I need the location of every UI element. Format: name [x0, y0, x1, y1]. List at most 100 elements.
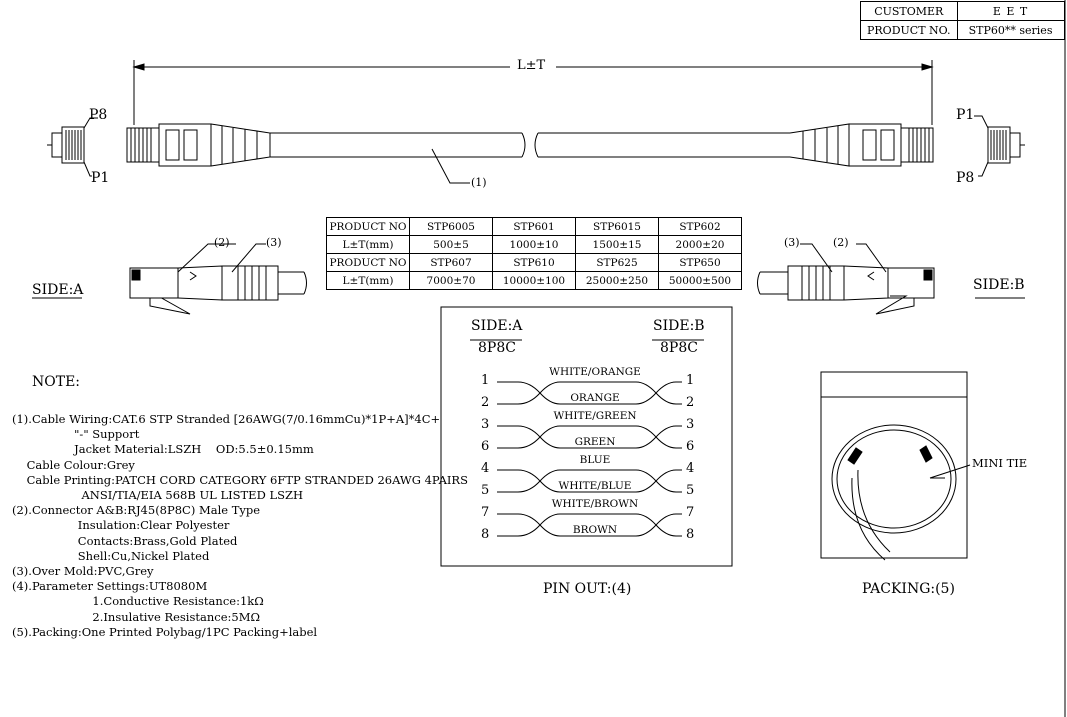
p8-label-right: P8	[956, 170, 975, 186]
packing-caption: PACKING:(5)	[862, 581, 955, 597]
product-value: STP60** series	[956, 20, 1065, 40]
wire-color-label: WHITE/ORANGE	[549, 366, 641, 378]
plug-front-right	[974, 115, 1025, 177]
p8-label-left: P8	[89, 107, 108, 123]
wire-pair	[497, 469, 682, 493]
note-line: (4).Parameter Settings:UT8080M	[12, 579, 208, 594]
note-line: Shell:Cu,Nickel Plated	[12, 548, 210, 563]
table-cell: PRODUCT NO	[326, 217, 410, 236]
pinout-box	[440, 306, 733, 567]
mini-tie-label: MINI TIE	[972, 456, 1028, 470]
pin-number-left: 1	[481, 373, 490, 388]
wire-pair	[497, 425, 682, 449]
pinout-type-b: 8P8C	[660, 340, 698, 356]
table-row: L±T(mm) 7000±70 10000±100 25000±250 5000…	[326, 271, 742, 290]
wire-color-label: WHITE/BLUE	[558, 480, 632, 492]
notes-heading: NOTE:	[32, 374, 81, 390]
plug-front-left	[47, 117, 98, 177]
table-cell: PRODUCT NO	[326, 253, 410, 272]
wire-color-label: BLUE	[579, 454, 611, 466]
pin-number-right: 8	[686, 527, 695, 542]
wire-color-label: WHITE/GREEN	[553, 410, 637, 422]
pin-number-left: 2	[481, 395, 490, 410]
table-cell: STP607	[409, 253, 493, 272]
table-cell: STP650	[658, 253, 742, 272]
table-cell: STP6005	[409, 217, 493, 236]
table-row: PRODUCT NO STP607 STP610 STP625 STP650	[326, 253, 742, 272]
pin-number-right: 6	[686, 439, 695, 454]
wire-color-label: ORANGE	[570, 392, 620, 404]
wire-color-label: GREEN	[574, 436, 616, 448]
pinout-wires	[497, 381, 682, 537]
table-cell: 7000±70	[409, 271, 493, 290]
pin-number-left: 6	[481, 439, 490, 454]
pin-number-right: 1	[686, 373, 695, 388]
title-block: CUSTOMER E E T PRODUCT NO. STP60** serie…	[860, 1, 1065, 40]
connector-right	[789, 123, 934, 167]
cable-body	[270, 132, 790, 184]
note-line: Cable Colour:Grey	[12, 457, 135, 472]
callout-connector-b: (2)	[833, 236, 849, 249]
length-dimension	[132, 60, 934, 125]
table-row: L±T(mm) 500±5 1000±10 1500±15 2000±20	[326, 235, 742, 254]
p1-label-right: P1	[956, 107, 975, 123]
pin-number-left: 7	[481, 505, 490, 520]
note-line: 1.Conductive Resistance:1kΩ	[12, 594, 264, 609]
packing-drawing	[820, 371, 971, 561]
pin-number-left: 4	[481, 461, 490, 476]
note-line: (1).Cable Wiring:CAT.6 STP Stranded [26A…	[12, 412, 441, 426]
note-line: Jacket Material:LSZH OD:5.5±0.15mm	[12, 442, 314, 457]
pinout-side-a: SIDE:A	[471, 318, 523, 334]
connector-left	[126, 123, 271, 167]
table-cell: STP6015	[575, 217, 659, 236]
side-b-connector	[757, 243, 1025, 315]
pin-number-left: 5	[481, 483, 490, 498]
callout-overmold-a: (3)	[266, 236, 282, 249]
p1-label-left: P1	[91, 170, 110, 186]
pin-number-right: 3	[686, 417, 695, 432]
wire-pair	[497, 513, 682, 537]
table-cell: 25000±250	[575, 271, 659, 290]
table-cell: 2000±20	[658, 235, 742, 254]
side-a-connector	[32, 243, 307, 315]
note-line: (5).Packing:One Printed Polybag/1PC Pack…	[12, 624, 318, 639]
wire-pair	[497, 381, 682, 405]
wire-color-label: BROWN	[572, 524, 618, 536]
table-cell: L±T(mm)	[326, 271, 410, 290]
note-line: "-" Support	[12, 427, 140, 442]
note-line: Insulation:Clear Polyester	[12, 518, 230, 533]
note-line: 2.Insulative Resistance:5MΩ	[12, 609, 261, 624]
table-cell: STP610	[492, 253, 576, 272]
table-cell: L±T(mm)	[326, 235, 410, 254]
table-cell: STP601	[492, 217, 576, 236]
pin-number-left: 3	[481, 417, 490, 432]
notes-block: (1).Cable Wiring:CAT.6 STP Stranded [26A…	[12, 412, 468, 640]
pin-number-left: 8	[481, 527, 490, 542]
table-cell: STP602	[658, 217, 742, 236]
callout-cable: (1)	[471, 176, 487, 189]
table-cell: STP625	[575, 253, 659, 272]
note-line: (3).Over Mold:PVC,Grey	[12, 564, 154, 579]
table-cell: 500±5	[409, 235, 493, 254]
note-line: Cable Printing:PATCH CORD CATEGORY 6FTP …	[12, 472, 468, 487]
length-label: L±T	[515, 58, 548, 73]
note-line: ANSI/TIA/EIA 568B UL LISTED LSZH	[12, 488, 303, 503]
pinout-side-b: SIDE:B	[653, 318, 705, 334]
pin-number-right: 2	[686, 395, 695, 410]
table-cell: 1000±10	[492, 235, 576, 254]
wire-color-label: WHITE/BROWN	[551, 498, 639, 510]
pin-number-right: 4	[686, 461, 695, 476]
table-cell: 1500±15	[575, 235, 659, 254]
note-line: Contacts:Brass,Gold Plated	[12, 533, 238, 548]
table-cell: 50000±500	[658, 271, 742, 290]
length-table: PRODUCT NO STP6005 STP601 STP6015 STP602…	[326, 217, 742, 290]
side-b-label: SIDE:B	[973, 277, 1025, 293]
table-cell: 10000±100	[492, 271, 576, 290]
product-label: PRODUCT NO.	[860, 20, 958, 40]
table-row: PRODUCT NO STP6005 STP601 STP6015 STP602	[326, 217, 742, 236]
pinout-type-a: 8P8C	[478, 340, 516, 356]
pin-number-right: 7	[686, 505, 695, 520]
callout-overmold-b: (3)	[784, 236, 800, 249]
side-a-label: SIDE:A	[32, 282, 84, 298]
